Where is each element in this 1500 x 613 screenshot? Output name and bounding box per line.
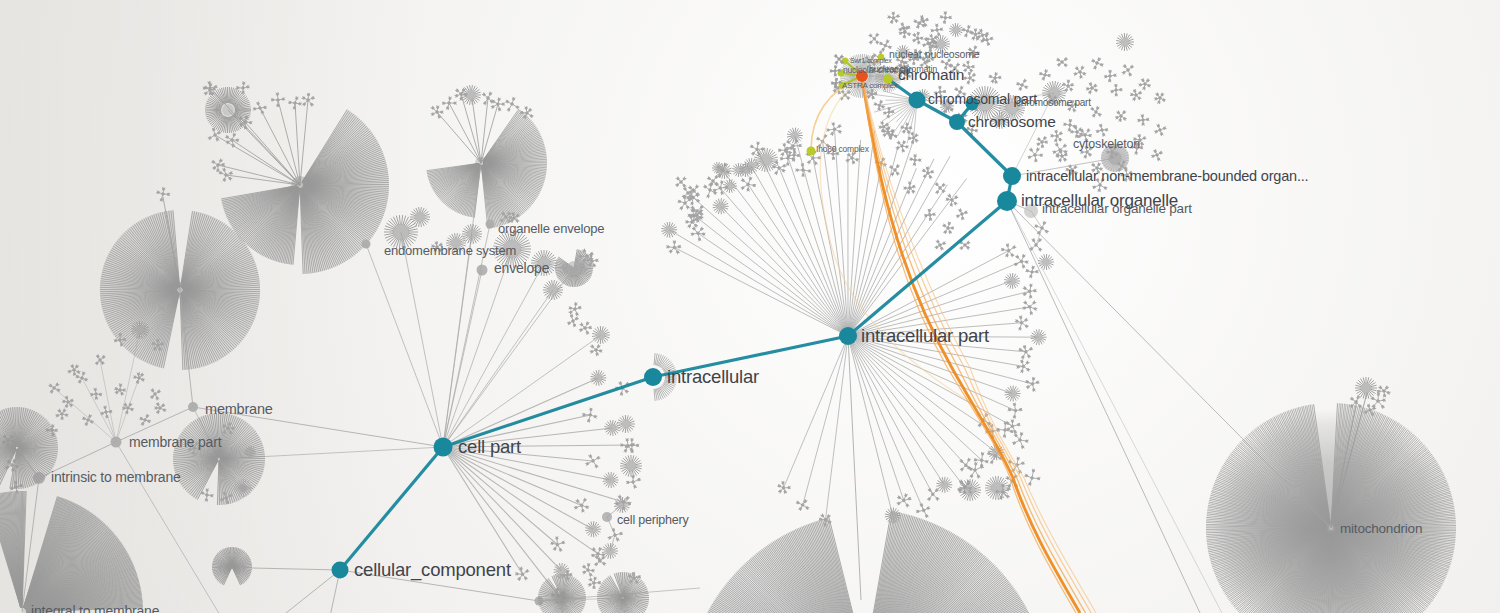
svg-text:cell periphery: cell periphery bbox=[617, 513, 689, 527]
svg-text:membrane: membrane bbox=[205, 401, 273, 417]
svg-text:intrinsic to membrane: intrinsic to membrane bbox=[51, 469, 181, 485]
svg-text:intracellular part: intracellular part bbox=[861, 325, 989, 346]
svg-text:cytoskeleton: cytoskeleton bbox=[1073, 137, 1140, 151]
svg-text:chromosome part: chromosome part bbox=[1016, 97, 1091, 108]
svg-text:chromosome: chromosome bbox=[968, 113, 1056, 130]
svg-text:mitochondrion: mitochondrion bbox=[1340, 521, 1422, 536]
svg-text:membrane part: membrane part bbox=[129, 434, 222, 450]
svg-text:ASTRA complex: ASTRA complex bbox=[842, 81, 898, 90]
svg-text:intracellular non-membrane-bou: intracellular non-membrane-bounded organ… bbox=[1026, 168, 1308, 184]
svg-text:cell part: cell part bbox=[458, 436, 521, 457]
svg-text:endomembrane system: endomembrane system bbox=[384, 243, 516, 258]
svg-text:envelope: envelope bbox=[494, 260, 550, 276]
svg-text:nucleolar chromatin: nucleolar chromatin bbox=[843, 65, 914, 75]
svg-text:integral to membrane: integral to membrane bbox=[31, 603, 160, 613]
svg-text:intracellular: intracellular bbox=[667, 366, 759, 387]
svg-text:nuclear nucleosome: nuclear nucleosome bbox=[889, 48, 980, 60]
svg-text:Ino80 complex: Ino80 complex bbox=[816, 144, 870, 154]
svg-text:intracellular organelle part: intracellular organelle part bbox=[1042, 201, 1192, 216]
svg-text:organelle envelope: organelle envelope bbox=[498, 221, 604, 236]
svg-text:Swr1 complex: Swr1 complex bbox=[850, 57, 892, 65]
svg-text:cellular_component: cellular_component bbox=[354, 559, 511, 581]
